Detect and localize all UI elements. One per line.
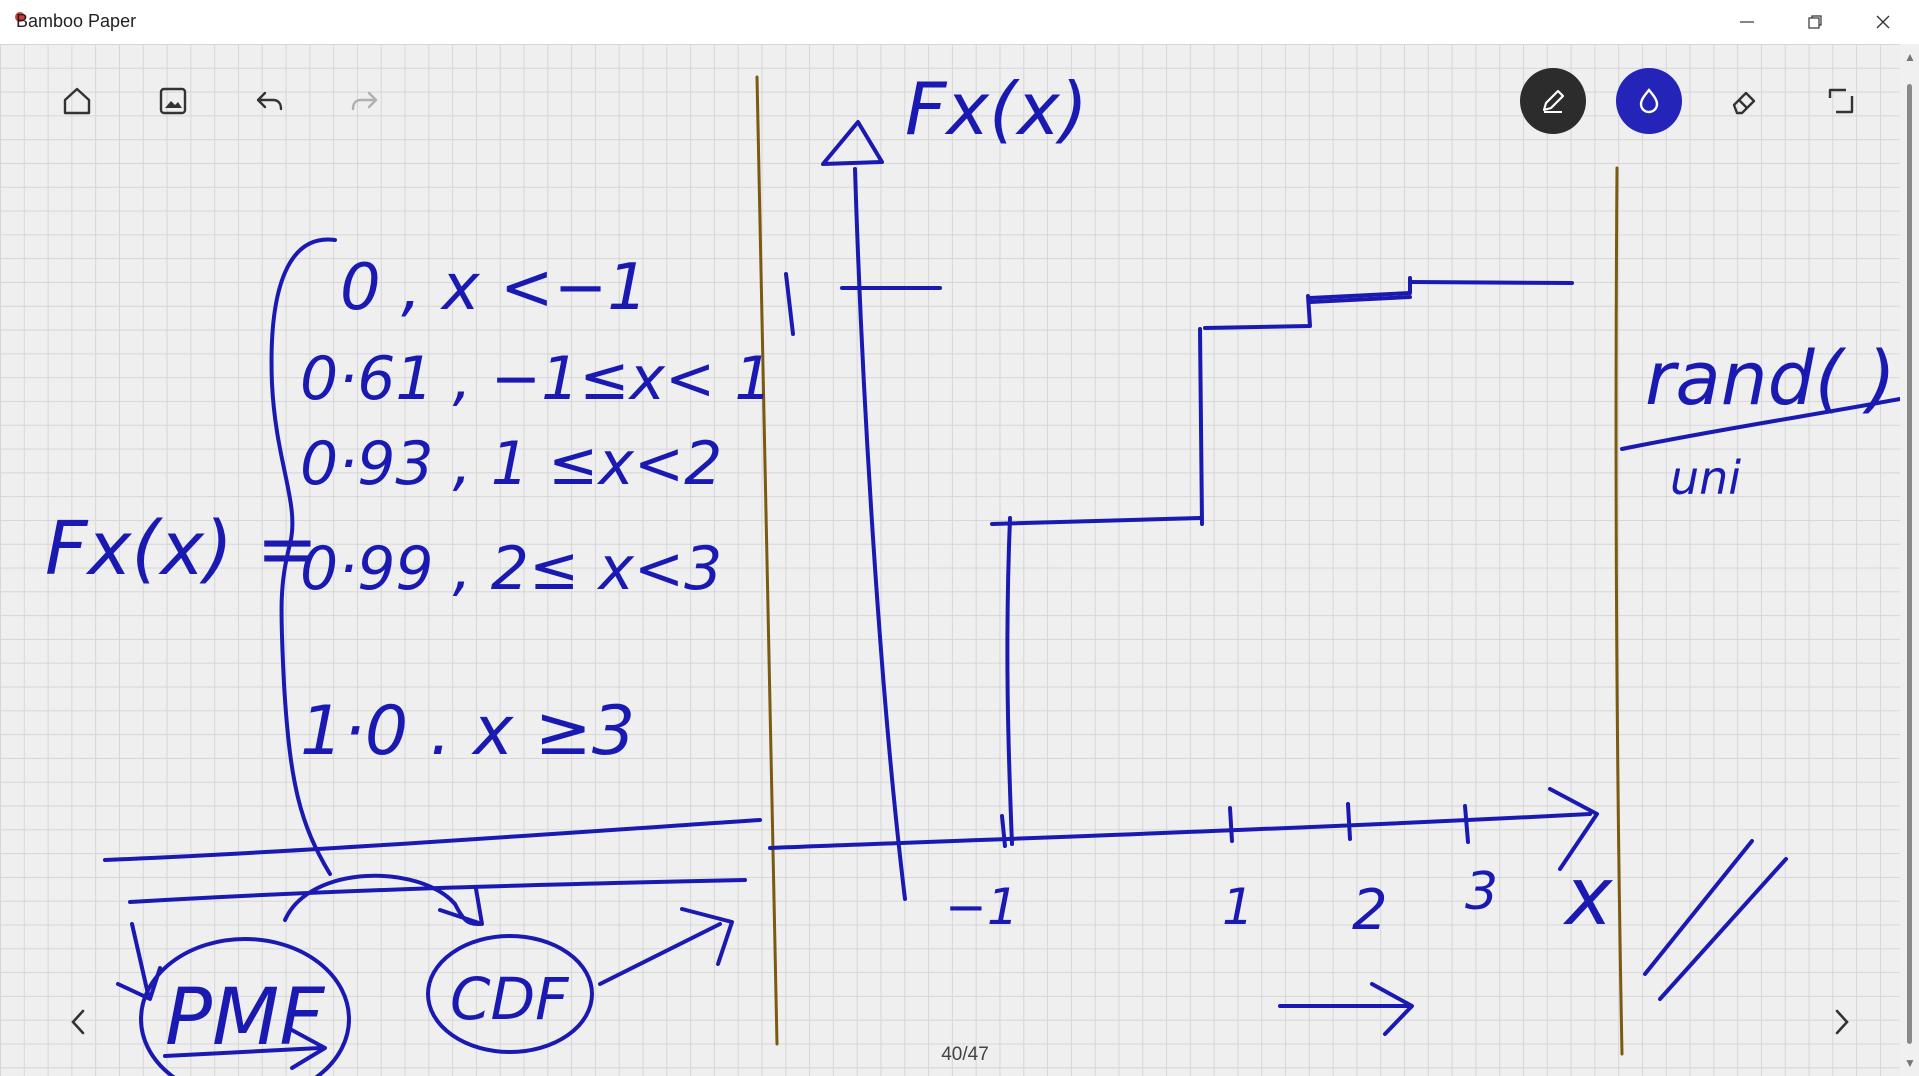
vertical-scrollbar[interactable]: ▲ ▼ <box>1900 44 1919 1076</box>
fx-heading-text: Fx(x) <box>905 67 1088 151</box>
cases-underline-2 <box>128 878 747 904</box>
cdf-text: CDF <box>450 965 570 1033</box>
right-divider-line <box>1614 166 1624 1056</box>
cdf-step-1 <box>990 516 1202 526</box>
cdf-step-5 <box>1408 280 1574 285</box>
app-title: Bamboo Paper <box>16 11 137 31</box>
title-bar: Bamboo Paper <box>0 0 1919 44</box>
next-page-button[interactable] <box>1822 1002 1862 1042</box>
pen-tool-button[interactable] <box>1520 68 1586 134</box>
image-icon <box>159 87 187 115</box>
cdf-step-2 <box>1203 294 1312 330</box>
x-tick-label-1: 1 <box>1222 878 1254 936</box>
scroll-down-icon[interactable]: ▼ <box>1904 1056 1916 1070</box>
rand-underline <box>1620 397 1900 451</box>
minimize-icon <box>1740 21 1754 23</box>
pmf-to-cdf-arc <box>283 873 482 926</box>
pmf-arrowhead <box>116 966 162 1001</box>
cdf-step-3 <box>1308 276 1412 300</box>
pen-icon <box>1542 89 1565 113</box>
case-4-text: 0·99 , 2≤ x<3 <box>300 534 722 604</box>
scroll-thumb[interactable] <box>1907 84 1912 1044</box>
cdf-step-4 <box>1308 295 1412 304</box>
tick-2 <box>1346 802 1352 841</box>
left-divider-line <box>755 75 779 1046</box>
y-axis-arrowhead <box>821 120 884 166</box>
case-2-text: 0·61 , −1≤x< 1 <box>300 344 773 414</box>
redo-button[interactable] <box>332 68 398 134</box>
tick-3 <box>1463 804 1470 844</box>
y-one-mark <box>784 272 795 336</box>
case-5-text: 1·0 . x ≥3 <box>300 692 635 771</box>
insert-image-button[interactable] <box>140 68 206 134</box>
x-axis-label: x <box>1562 850 1614 943</box>
tick-1 <box>1228 806 1234 843</box>
chevron-left-icon <box>71 1009 85 1035</box>
left-brace <box>269 237 337 876</box>
pmf-underline-head <box>288 1027 327 1070</box>
hatch-line-2 <box>1658 857 1788 1001</box>
x-axis-arrowhead <box>1548 787 1599 871</box>
app-icon <box>15 12 25 22</box>
lasso-icon <box>1828 88 1854 114</box>
x-tick-label-minus-1: −1 <box>945 878 1019 936</box>
eraser-icon <box>1732 91 1756 115</box>
fx-lhs-text: Fx(x) = <box>45 506 318 592</box>
previous-page-button[interactable] <box>58 1002 98 1042</box>
lower-arrowhead <box>1370 982 1414 1036</box>
more-options-button[interactable]: ••• <box>942 1068 971 1076</box>
brush-tool-button[interactable] <box>1616 68 1682 134</box>
drawing-canvas[interactable]: Fx(x) Fx(x) = 0 , x <−1 0·61 , −1≤x< 1 0… <box>0 44 1900 1076</box>
handwriting-layer: Fx(x) Fx(x) = 0 , x <−1 0·61 , −1≤x< 1 0… <box>45 67 1900 1076</box>
page-counter: 40/47 <box>941 1044 989 1065</box>
close-button[interactable] <box>1849 0 1917 44</box>
tick-minus-1 <box>1000 814 1007 848</box>
cdf-circle <box>426 934 594 1054</box>
case-1-text: 0 , x <−1 <box>340 251 648 325</box>
close-icon <box>1876 15 1890 29</box>
rand-text: rand( ) <box>1645 336 1896 422</box>
redo-icon <box>351 91 378 111</box>
undo-button[interactable] <box>236 68 302 134</box>
cdf-arrowhead <box>680 907 734 966</box>
case-3-text: 0·93 , 1 ≤x<2 <box>300 429 722 499</box>
uni-text: uni <box>1670 451 1741 505</box>
minimize-button[interactable] <box>1713 0 1781 44</box>
chevron-right-icon <box>1835 1009 1849 1035</box>
undo-icon <box>256 91 283 111</box>
cdf-step-vertical-2 <box>1198 327 1204 526</box>
scroll-up-icon[interactable]: ▲ <box>1904 50 1916 64</box>
restore-button[interactable] <box>1781 0 1849 44</box>
home-button[interactable] <box>44 68 110 134</box>
home-icon <box>63 87 91 115</box>
cases-underline <box>103 818 762 862</box>
x-tick-label-2: 2 <box>1352 878 1388 943</box>
eraser-tool-button[interactable] <box>1712 68 1778 134</box>
x-tick-label-3: 3 <box>1465 862 1498 922</box>
hatch-line-1 <box>1643 839 1754 976</box>
cdf-arrow-out <box>598 922 722 986</box>
pmf-circle <box>139 937 351 1076</box>
ink-drop-icon <box>1639 88 1659 114</box>
y-axis <box>853 167 907 901</box>
pmf-underline-arrow <box>163 1046 322 1058</box>
pmf-arrow-down <box>130 922 150 996</box>
restore-icon <box>1808 15 1822 29</box>
lasso-tool-button[interactable] <box>1808 68 1874 134</box>
pmf-to-cdf-arrowhead <box>438 887 484 926</box>
cdf-step-vertical-1 <box>1005 516 1014 846</box>
